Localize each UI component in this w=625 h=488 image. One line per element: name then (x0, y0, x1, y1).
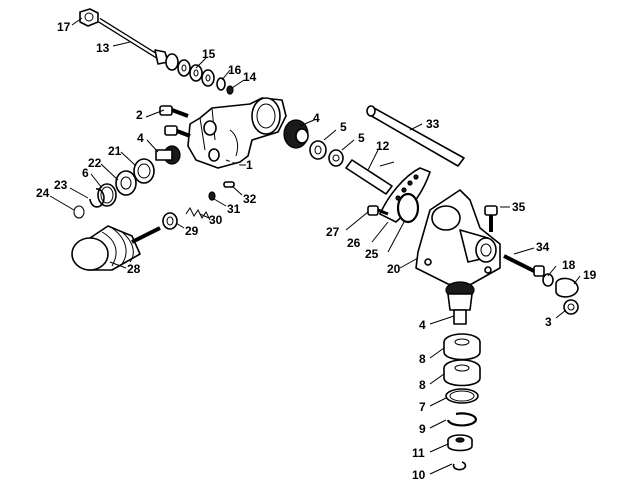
part-16-14-small-washers (216, 77, 234, 95)
callout-6: 6 (82, 166, 89, 180)
callout-17: 17 (57, 20, 71, 34)
part-4-bevel-pinion-shaft (445, 281, 475, 325)
part-29-plug (162, 212, 178, 230)
callout-5-b: 5 (358, 131, 365, 145)
callout-25: 25 (365, 247, 379, 261)
callout-4-left: 4 (137, 131, 144, 145)
part-25-o-ring (396, 192, 420, 224)
part-9-circlip (446, 412, 478, 427)
callout-15: 15 (202, 47, 216, 61)
callout-1: 1 (246, 158, 253, 172)
callout-19: 19 (583, 268, 597, 282)
part-27-screw (367, 205, 389, 216)
callout-8-lower: 8 (419, 378, 426, 392)
part-10-snap-ring (452, 461, 467, 471)
part-35-screw (484, 205, 498, 232)
part-18-washer (542, 273, 554, 287)
callout-5-a: 5 (340, 120, 347, 134)
callout-32: 32 (243, 192, 257, 206)
part-33-long-rod (366, 105, 465, 167)
part-4-bevel-gear-center (283, 119, 309, 149)
callout-21: 21 (108, 144, 122, 158)
part-20-gear-housing (415, 189, 501, 287)
part-15-washers (165, 53, 215, 87)
part-8-bearing-upper (443, 333, 481, 361)
part-7-ring (445, 388, 479, 404)
callout-26: 26 (347, 236, 361, 250)
callout-11: 11 (412, 446, 425, 460)
callout-8-upper: 8 (419, 352, 426, 366)
part-28-grip-knob (71, 225, 161, 271)
callout-3: 3 (545, 315, 552, 329)
part-3-plug (563, 299, 579, 315)
callout-12: 12 (376, 139, 390, 153)
callout-18: 18 (562, 258, 576, 272)
callout-labels: 17 13 15 16 14 2 4 21 22 6 23 24 1 32 31… (36, 20, 597, 482)
callout-9: 9 (419, 422, 426, 436)
part-34-bolt (503, 254, 545, 277)
callout-2: 2 (136, 108, 143, 122)
callout-23: 23 (54, 178, 68, 192)
part-4-pinion-left (155, 145, 181, 165)
callout-10: 10 (412, 468, 426, 482)
callout-31: 31 (227, 202, 241, 216)
callout-24: 24 (36, 186, 50, 200)
part-5-bushing-a (309, 140, 327, 160)
callout-13: 13 (96, 41, 110, 55)
callout-22: 22 (88, 156, 102, 170)
callout-7: 7 (419, 400, 426, 414)
callout-35: 35 (512, 200, 526, 214)
part-11-nut (447, 434, 473, 452)
callout-14: 14 (243, 70, 257, 84)
part-1-handle-housing (187, 97, 287, 169)
callout-28: 28 (127, 262, 141, 276)
callout-4-bottom: 4 (419, 318, 426, 332)
part-5-bushing-b (328, 149, 344, 167)
part-19-cap (555, 277, 579, 298)
callout-20: 20 (387, 262, 401, 276)
part-12-pin (345, 159, 393, 195)
part-2-screw (159, 105, 191, 138)
part-17-nut (79, 8, 99, 27)
callout-27: 27 (326, 225, 340, 239)
callout-34: 34 (536, 240, 550, 254)
part-30-31-32-spring-pin (185, 181, 235, 221)
callout-16: 16 (228, 63, 242, 77)
part-8-bearing-lower (443, 359, 481, 387)
part-21-22-bearing-left (115, 158, 155, 196)
leader-lines (49, 17, 581, 475)
part-6-23-24-rings-left (73, 183, 117, 219)
callout-33: 33 (426, 117, 440, 131)
callout-30: 30 (209, 213, 223, 227)
callout-4-center: 4 (313, 111, 320, 125)
callout-29: 29 (185, 224, 199, 238)
